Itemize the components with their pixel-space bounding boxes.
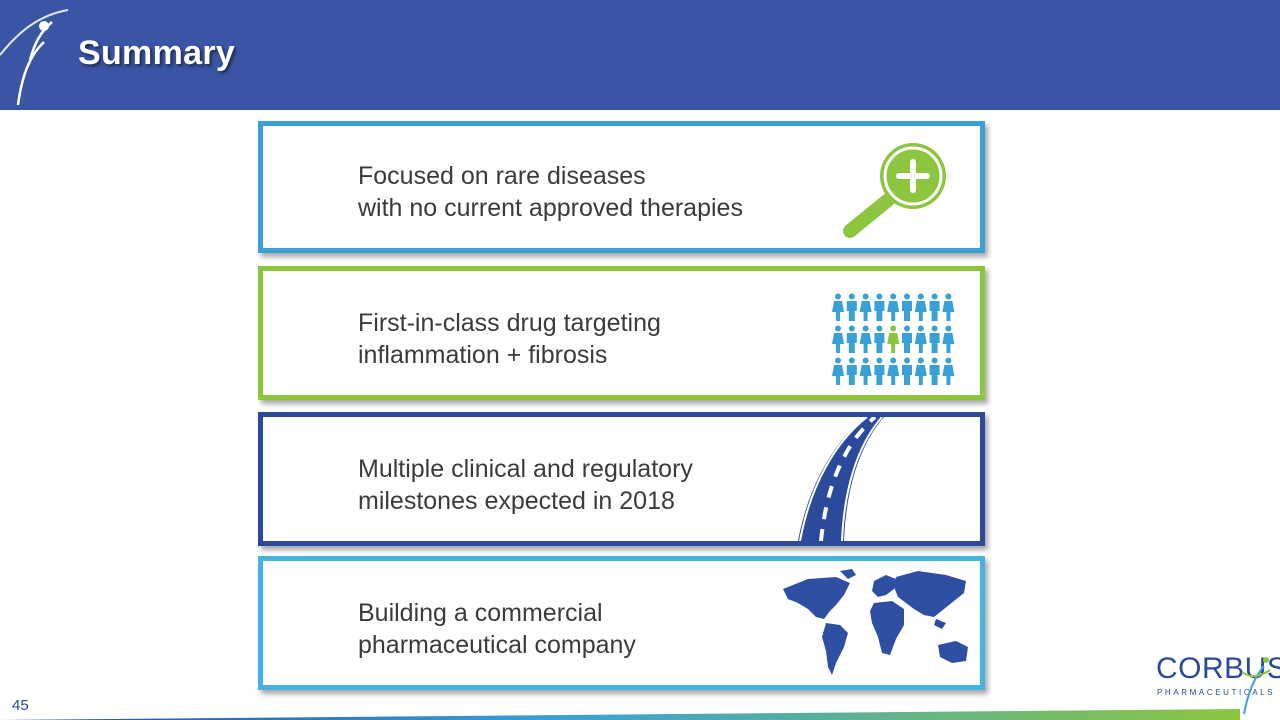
road-icon [798, 417, 884, 541]
person-icon [846, 293, 857, 321]
person-icon [914, 325, 927, 353]
person-icon [832, 357, 844, 385]
person-icon [902, 325, 912, 353]
person-icon [859, 357, 872, 385]
person-icon [874, 325, 885, 353]
corbus-logo-word: CORBUS [1156, 652, 1280, 685]
person-icon [942, 293, 955, 321]
person-icon [887, 357, 900, 385]
world-map-icon [783, 569, 968, 675]
people-grid-icon [832, 293, 955, 385]
page-number: 45 [12, 697, 29, 714]
card-line: with no current approved therapies [358, 194, 743, 222]
card-line: First-in-class drug targeting [358, 309, 661, 337]
card-line: pharmaceutical company [358, 631, 636, 659]
person-icon [874, 293, 885, 321]
magnifier-plus-icon [843, 143, 946, 238]
person-icon [914, 293, 927, 321]
figure-logo-icon [0, 9, 69, 106]
person-icon [929, 293, 940, 321]
card-text: Building a commercial pharmaceutical com… [358, 597, 636, 661]
bottom-gradient-bar [0, 709, 1240, 720]
card-line: inflammation + fibrosis [358, 341, 608, 369]
person-icon [902, 293, 912, 321]
person-icon [832, 325, 844, 353]
card-line: Focused on rare diseases [358, 162, 646, 190]
card-milestones: Multiple clinical and regulatory milesto… [258, 412, 985, 546]
card-first-in-class: First-in-class drug targeting inflammati… [258, 266, 985, 400]
card-rare-diseases: Focused on rare diseases with no current… [258, 121, 985, 253]
card-text: Multiple clinical and regulatory milesto… [358, 453, 693, 517]
page-title: Summary [78, 34, 236, 72]
corbus-figure-icon [1241, 657, 1271, 715]
card-line: Building a commercial [358, 599, 603, 627]
card-text: Focused on rare diseases with no current… [358, 160, 743, 224]
person-icon [914, 357, 927, 385]
header-bar: Summary [0, 0, 1280, 110]
card-commercial: Building a commercial pharmaceutical com… [258, 556, 985, 690]
card-line: Multiple clinical and regulatory [358, 455, 693, 483]
person-icon [929, 325, 940, 353]
person-icon [942, 325, 955, 353]
person-icon [902, 357, 912, 385]
card-line: milestones expected in 2018 [358, 487, 675, 515]
person-icon [859, 293, 872, 321]
card-text: First-in-class drug targeting inflammati… [358, 307, 661, 371]
person-icon [929, 357, 940, 385]
person-icon [846, 357, 857, 385]
person-icon [887, 293, 900, 321]
person-icon [874, 357, 885, 385]
corbus-logo-subtitle: PHARMACEUTICALS [1157, 688, 1276, 697]
person-icon [832, 293, 844, 321]
person-icon [846, 325, 857, 353]
person-icon [942, 357, 955, 385]
person-icon [859, 325, 872, 353]
person-highlight-icon [887, 325, 900, 353]
